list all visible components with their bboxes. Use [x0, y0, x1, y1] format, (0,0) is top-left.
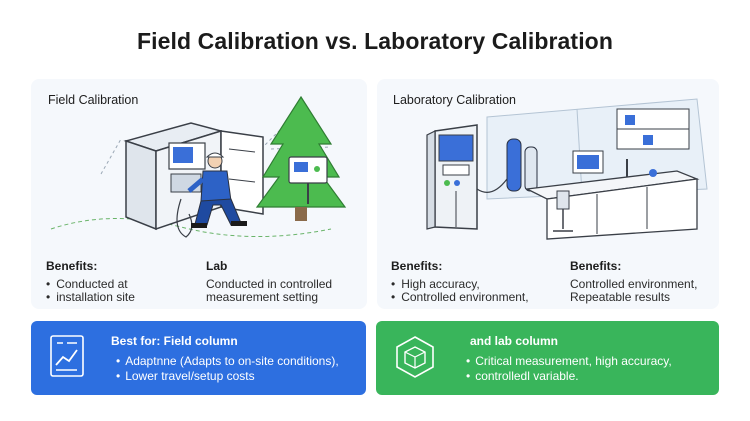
lab-benefit-item: Controlled environment,	[391, 290, 528, 305]
best-for-lab-card: and lab column Critical measurement, hig…	[376, 321, 719, 395]
best-for-lab-item: controlledl variable.	[466, 369, 578, 383]
best-for-lab-title: and lab column	[470, 334, 559, 348]
meter-sign-icon	[288, 156, 328, 204]
lab-chair-icon	[553, 190, 573, 232]
chart-document-icon	[50, 335, 84, 377]
laboratory-calibration-heading: Laboratory Calibration	[393, 93, 516, 107]
gas-cylinder-icon	[476, 138, 538, 193]
lab-shelf-icon	[616, 108, 690, 150]
lab-console-icon	[426, 124, 478, 230]
best-for-field-title: Best for: Field column	[111, 334, 238, 348]
laboratory-calibration-panel: Laboratory Calibration Benefits: High ac…	[377, 79, 719, 309]
field-lab-heading: Lab	[206, 259, 228, 273]
field-benefit-item: installation site	[46, 290, 135, 305]
page-title: Field Calibration vs. Laboratory Calibra…	[137, 28, 613, 54]
field-calibration-panel: Field Calibration Benefits: Conducted at…	[31, 79, 367, 309]
lab-benefit-line: Repeatable results	[570, 290, 671, 304]
field-benefits-heading: Benefits:	[46, 259, 98, 273]
best-for-field-item: Lower travel/setup costs	[116, 369, 254, 383]
lab-benefits-heading: Benefits:	[391, 259, 443, 273]
cube-icon	[396, 336, 434, 378]
technician-icon	[187, 152, 247, 228]
laboratory-calibration-illustration	[426, 98, 708, 240]
lab-benefit-line: Controlled environment,	[570, 277, 698, 291]
best-for-field-card: Best for: Field column Adaptnne (Adapts …	[31, 321, 366, 395]
field-lab-line: Conducted in controlled	[206, 277, 333, 291]
field-calibration-illustration	[50, 95, 347, 238]
field-benefit-item: Conducted at	[46, 277, 127, 292]
lab-benefit-item: High accuracy,	[391, 277, 479, 292]
best-for-field-item: Adaptnne (Adapts to on-site conditions),	[116, 354, 338, 368]
field-calibration-heading: Field Calibration	[48, 93, 139, 107]
field-lab-line: measurement setting	[206, 290, 319, 304]
field-cabinet-icon	[123, 122, 264, 238]
lab-benefits-heading-2: Benefits:	[570, 259, 622, 273]
best-for-lab-item: Critical measurement, high accuracy,	[466, 354, 672, 368]
